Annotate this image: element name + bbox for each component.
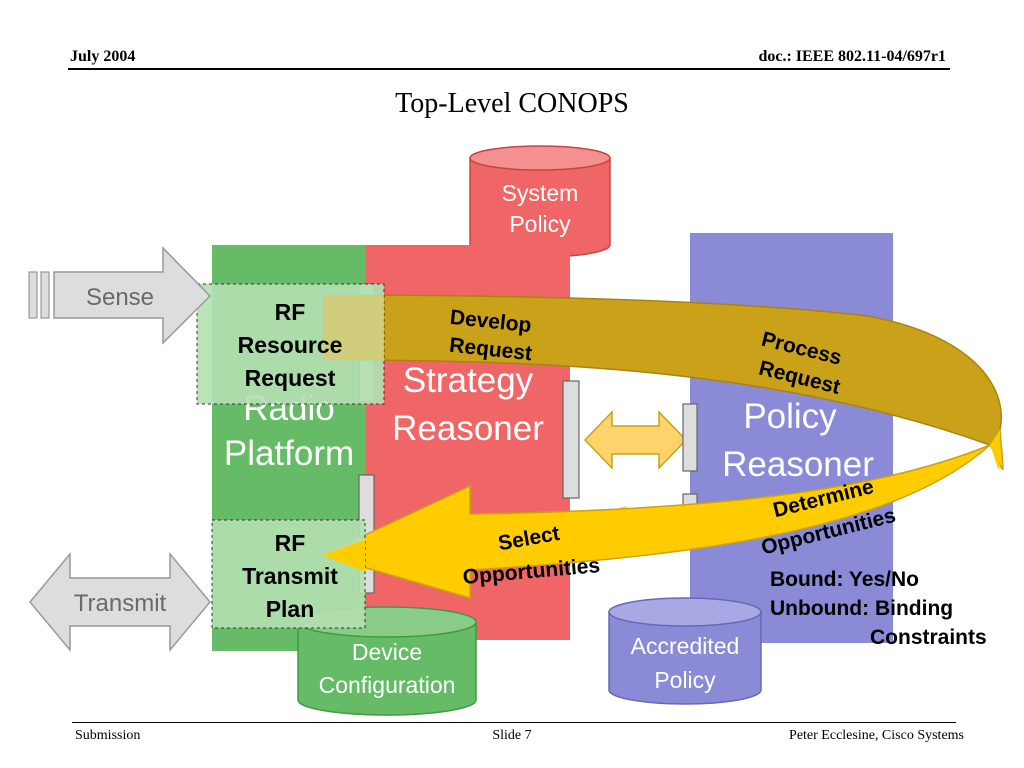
device-configuration-label-2: Configuration bbox=[319, 672, 456, 698]
footer-rule bbox=[72, 722, 956, 723]
bound-note-line-2: Unbound: Binding bbox=[770, 597, 954, 620]
transmit-label: Transmit bbox=[74, 590, 167, 617]
rf-transmit-plan-label-1: RF bbox=[275, 530, 306, 556]
system-policy-cylinder: System Policy bbox=[469, 145, 611, 258]
policy-reasoner-label-1: Policy bbox=[743, 397, 837, 436]
radio-platform-label-2: Platform bbox=[224, 434, 354, 473]
header-doc-id: doc.: IEEE 802.11-04/697r1 bbox=[758, 48, 946, 65]
rf-resource-request-label-3: Request bbox=[245, 365, 336, 391]
rf-transmit-plan-label-2: Transmit bbox=[242, 563, 338, 589]
device-configuration-label-1: Device bbox=[352, 639, 422, 665]
sense-arrow: Sense bbox=[28, 246, 212, 345]
policy-reasoner-box bbox=[690, 233, 893, 643]
policy-reasoner-label-2: Reasoner bbox=[722, 445, 874, 484]
footer-submission: Submission bbox=[75, 728, 141, 743]
system-policy-label-2: Policy bbox=[509, 211, 571, 237]
footer-author: Peter Ecclesine, Cisco Systems bbox=[789, 728, 964, 743]
strategy-reasoner-label-2: Reasoner bbox=[392, 409, 544, 448]
header-date: July 2004 bbox=[70, 48, 136, 65]
accredited-policy-cylinder: Accredited Policy bbox=[608, 597, 762, 705]
strategy-reasoner-label-1: Strategy bbox=[403, 361, 534, 400]
accredited-policy-label-1: Accredited bbox=[631, 633, 740, 659]
accredited-policy-label-2: Policy bbox=[654, 667, 716, 693]
rf-transmit-plan-box bbox=[211, 519, 366, 629]
bound-note-line-3: Constraints bbox=[870, 626, 987, 649]
bound-note-line-1: Bound: Yes/No bbox=[770, 568, 919, 591]
policy-interface-bar-upper bbox=[682, 403, 698, 472]
header-rule bbox=[68, 68, 950, 70]
system-policy-label-1: System bbox=[502, 180, 579, 206]
rf-transmit-plan-label-3: Plan bbox=[266, 596, 315, 622]
footer-slide-number: Slide 7 bbox=[492, 728, 532, 743]
rf-resource-request-label-1: RF bbox=[275, 299, 306, 325]
rf-resource-request-label-2: Resource bbox=[238, 332, 343, 358]
develop-request-band bbox=[322, 294, 1002, 446]
bidirectional-arrow bbox=[583, 410, 688, 470]
slide-title: Top-Level CONOPS bbox=[395, 88, 629, 119]
strategy-interface-bar bbox=[562, 380, 580, 499]
sense-label: Sense bbox=[86, 284, 154, 311]
transmit-arrow: Transmit bbox=[29, 551, 211, 653]
